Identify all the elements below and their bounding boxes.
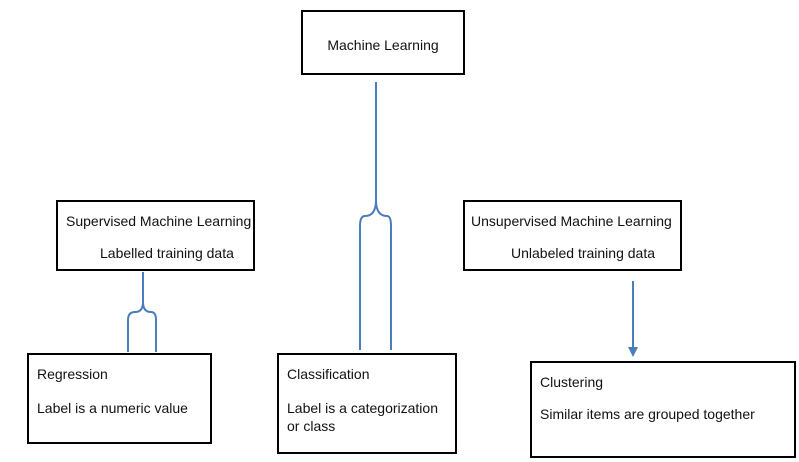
- regression-box: Regression Label is a numeric value: [27, 353, 212, 444]
- arrow-head-icon: [628, 347, 638, 357]
- unsupervised-learning-subtitle: Unlabeled training data: [511, 245, 655, 261]
- supervised-to-regression-brace: [127, 272, 157, 352]
- classification-box: Classification Label is a categorization…: [277, 353, 457, 454]
- unsupervised-learning-title: Unsupervised Machine Learning: [471, 213, 672, 229]
- supervised-learning-subtitle: Labelled training data: [100, 245, 234, 261]
- clustering-title: Clustering: [540, 374, 604, 390]
- classification-title: Classification: [287, 366, 370, 382]
- unsupervised-learning-box: Unsupervised Machine Learning Unlabeled …: [463, 200, 682, 271]
- clustering-description: Similar items are grouped together: [540, 406, 755, 422]
- clustering-box: Clustering Similar items are grouped tog…: [530, 361, 796, 458]
- supervised-learning-title: Supervised Machine Learning: [66, 213, 252, 229]
- machine-learning-title: Machine Learning: [327, 37, 439, 53]
- regression-title: Regression: [37, 366, 108, 382]
- regression-description: Label is a numeric value: [37, 400, 188, 416]
- supervised-learning-box: Supervised Machine Learning Labelled tra…: [56, 200, 255, 271]
- root-to-classification-brace: [359, 82, 392, 350]
- classification-description: Label is a categorization or class: [287, 400, 438, 434]
- machine-learning-box: Machine Learning: [301, 10, 465, 75]
